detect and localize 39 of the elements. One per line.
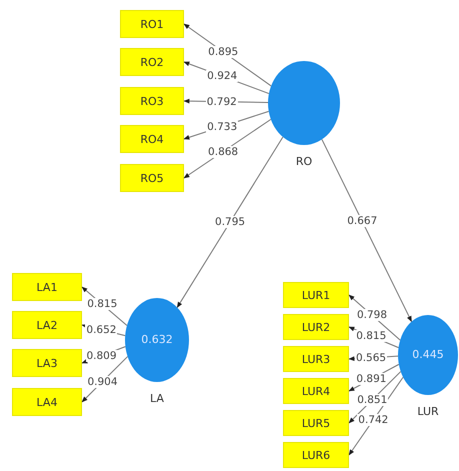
edge-label: 0.809 [85,350,118,362]
indicator-box: LA2 [12,311,82,339]
edge-label: 0.815 [86,298,118,310]
indicator-box: RO4 [120,125,184,153]
indicator-box: RO5 [120,164,184,192]
edge-label: 0.798 [356,309,388,322]
indicator-box: LA3 [12,349,82,377]
indicator-box: LUR1 [283,282,349,308]
edge-label: 0.868 [207,146,240,158]
r-squared-value: 0.632 [140,333,174,346]
edge-label: 0.895 [207,46,240,58]
edge-label: 0.815 [355,330,388,342]
indicator-box: LUR3 [283,346,349,372]
indicator-box: LA1 [12,273,82,301]
edge-label: 0.792 [206,96,238,108]
indicator-box: LUR5 [283,410,349,436]
indicator-box: LA4 [12,388,82,416]
edge-label: 0.851 [356,394,388,406]
indicator-box: RO3 [120,87,184,115]
edge-label: 0.924 [206,70,238,82]
arrow [321,138,412,322]
indicator-box: RO1 [120,10,184,38]
arrow [176,136,284,308]
construct-name: LUR [416,405,440,418]
edge-label: 0.742 [357,414,390,426]
indicator-box: LUR4 [283,378,349,404]
edge-label: 0.667 [346,215,378,228]
edge-label: 0.565 [355,352,388,364]
indicator-box: LUR6 [283,442,349,468]
edge-label: 0.891 [355,373,388,386]
edge-label: 0.733 [206,120,238,133]
edge-label: 0.795 [214,216,246,228]
edge-label: 0.904 [86,376,119,388]
construct-name: LA [149,392,165,405]
r-squared-value: 0.445 [411,348,445,361]
indicator-box: LUR2 [283,314,349,340]
edge-label: 0.652 [85,324,118,336]
indicator-box: RO2 [120,48,184,76]
construct-name: RO [294,155,314,168]
